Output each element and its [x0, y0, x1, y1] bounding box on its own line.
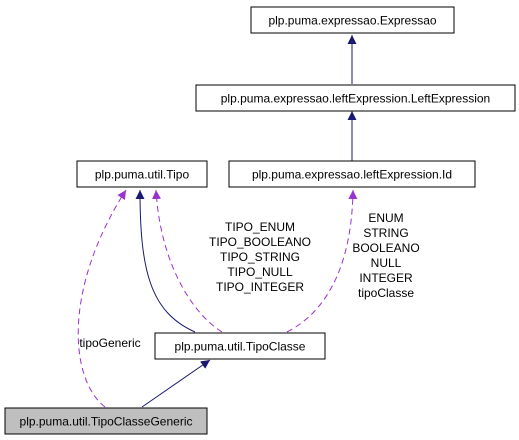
edge-label-line: STRING	[363, 226, 408, 240]
node-tipo-classe[interactable]: plp.puma.util.TipoClasse	[154, 332, 326, 360]
edge-id-to-tipoclasse-usage	[286, 189, 358, 333]
edge-label-id-members: ENUM STRING BOOLEANO NULL INTEGER tipoCl…	[352, 211, 419, 300]
node-tipo-classe-generic[interactable]: plp.puma.util.TipoClasseGeneric	[4, 407, 208, 435]
edge-label-line: TIPO_STRING	[220, 250, 300, 264]
edge-tipo-to-generic-usage	[77, 189, 127, 408]
edge-label-line: tipoGeneric	[79, 336, 140, 350]
edge-tipoclasse-to-tipo	[135, 189, 196, 333]
edge-label-line: BOOLEANO	[352, 241, 419, 255]
edge-tipo-to-tipoclasse-usage	[152, 189, 223, 333]
edge-label-line: TIPO_BOOLEANO	[209, 235, 311, 249]
edge-label-line: TIPO_NULL	[227, 265, 293, 279]
edge-label-line: TIPO_INTEGER	[216, 280, 304, 294]
edge-label-tipo-constants: TIPO_ENUM TIPO_BOOLEANO TIPO_STRING TIPO…	[209, 220, 311, 294]
edge-label-line: INTEGER	[359, 271, 413, 285]
edge-generic-to-tipoclasse	[141, 359, 211, 408]
node-expressao-label: plp.puma.expressao.Expressao	[268, 14, 436, 28]
node-left-expression[interactable]: plp.puma.expressao.leftExpression.LeftEx…	[195, 84, 516, 112]
edge-label-line: tipoClasse	[358, 286, 414, 300]
node-left-expression-label: plp.puma.expressao.leftExpression.LeftEx…	[221, 92, 490, 106]
edge-label-line: NULL	[371, 256, 402, 270]
node-tipo-classe-label: plp.puma.util.TipoClasse	[175, 340, 306, 354]
node-id-label: plp.puma.expressao.leftExpression.Id	[252, 168, 452, 182]
node-tipo[interactable]: plp.puma.util.Tipo	[76, 160, 208, 188]
node-tipo-classe-generic-label: plp.puma.util.TipoClasseGeneric	[20, 415, 193, 429]
edge-label-line: ENUM	[368, 211, 403, 225]
edge-label-line: TIPO_ENUM	[225, 220, 295, 234]
node-expressao[interactable]: plp.puma.expressao.Expressao	[250, 6, 455, 34]
node-id[interactable]: plp.puma.expressao.leftExpression.Id	[228, 160, 476, 188]
node-tipo-label: plp.puma.util.Tipo	[95, 168, 190, 182]
edge-label-tipo-generic: tipoGeneric	[79, 336, 140, 350]
